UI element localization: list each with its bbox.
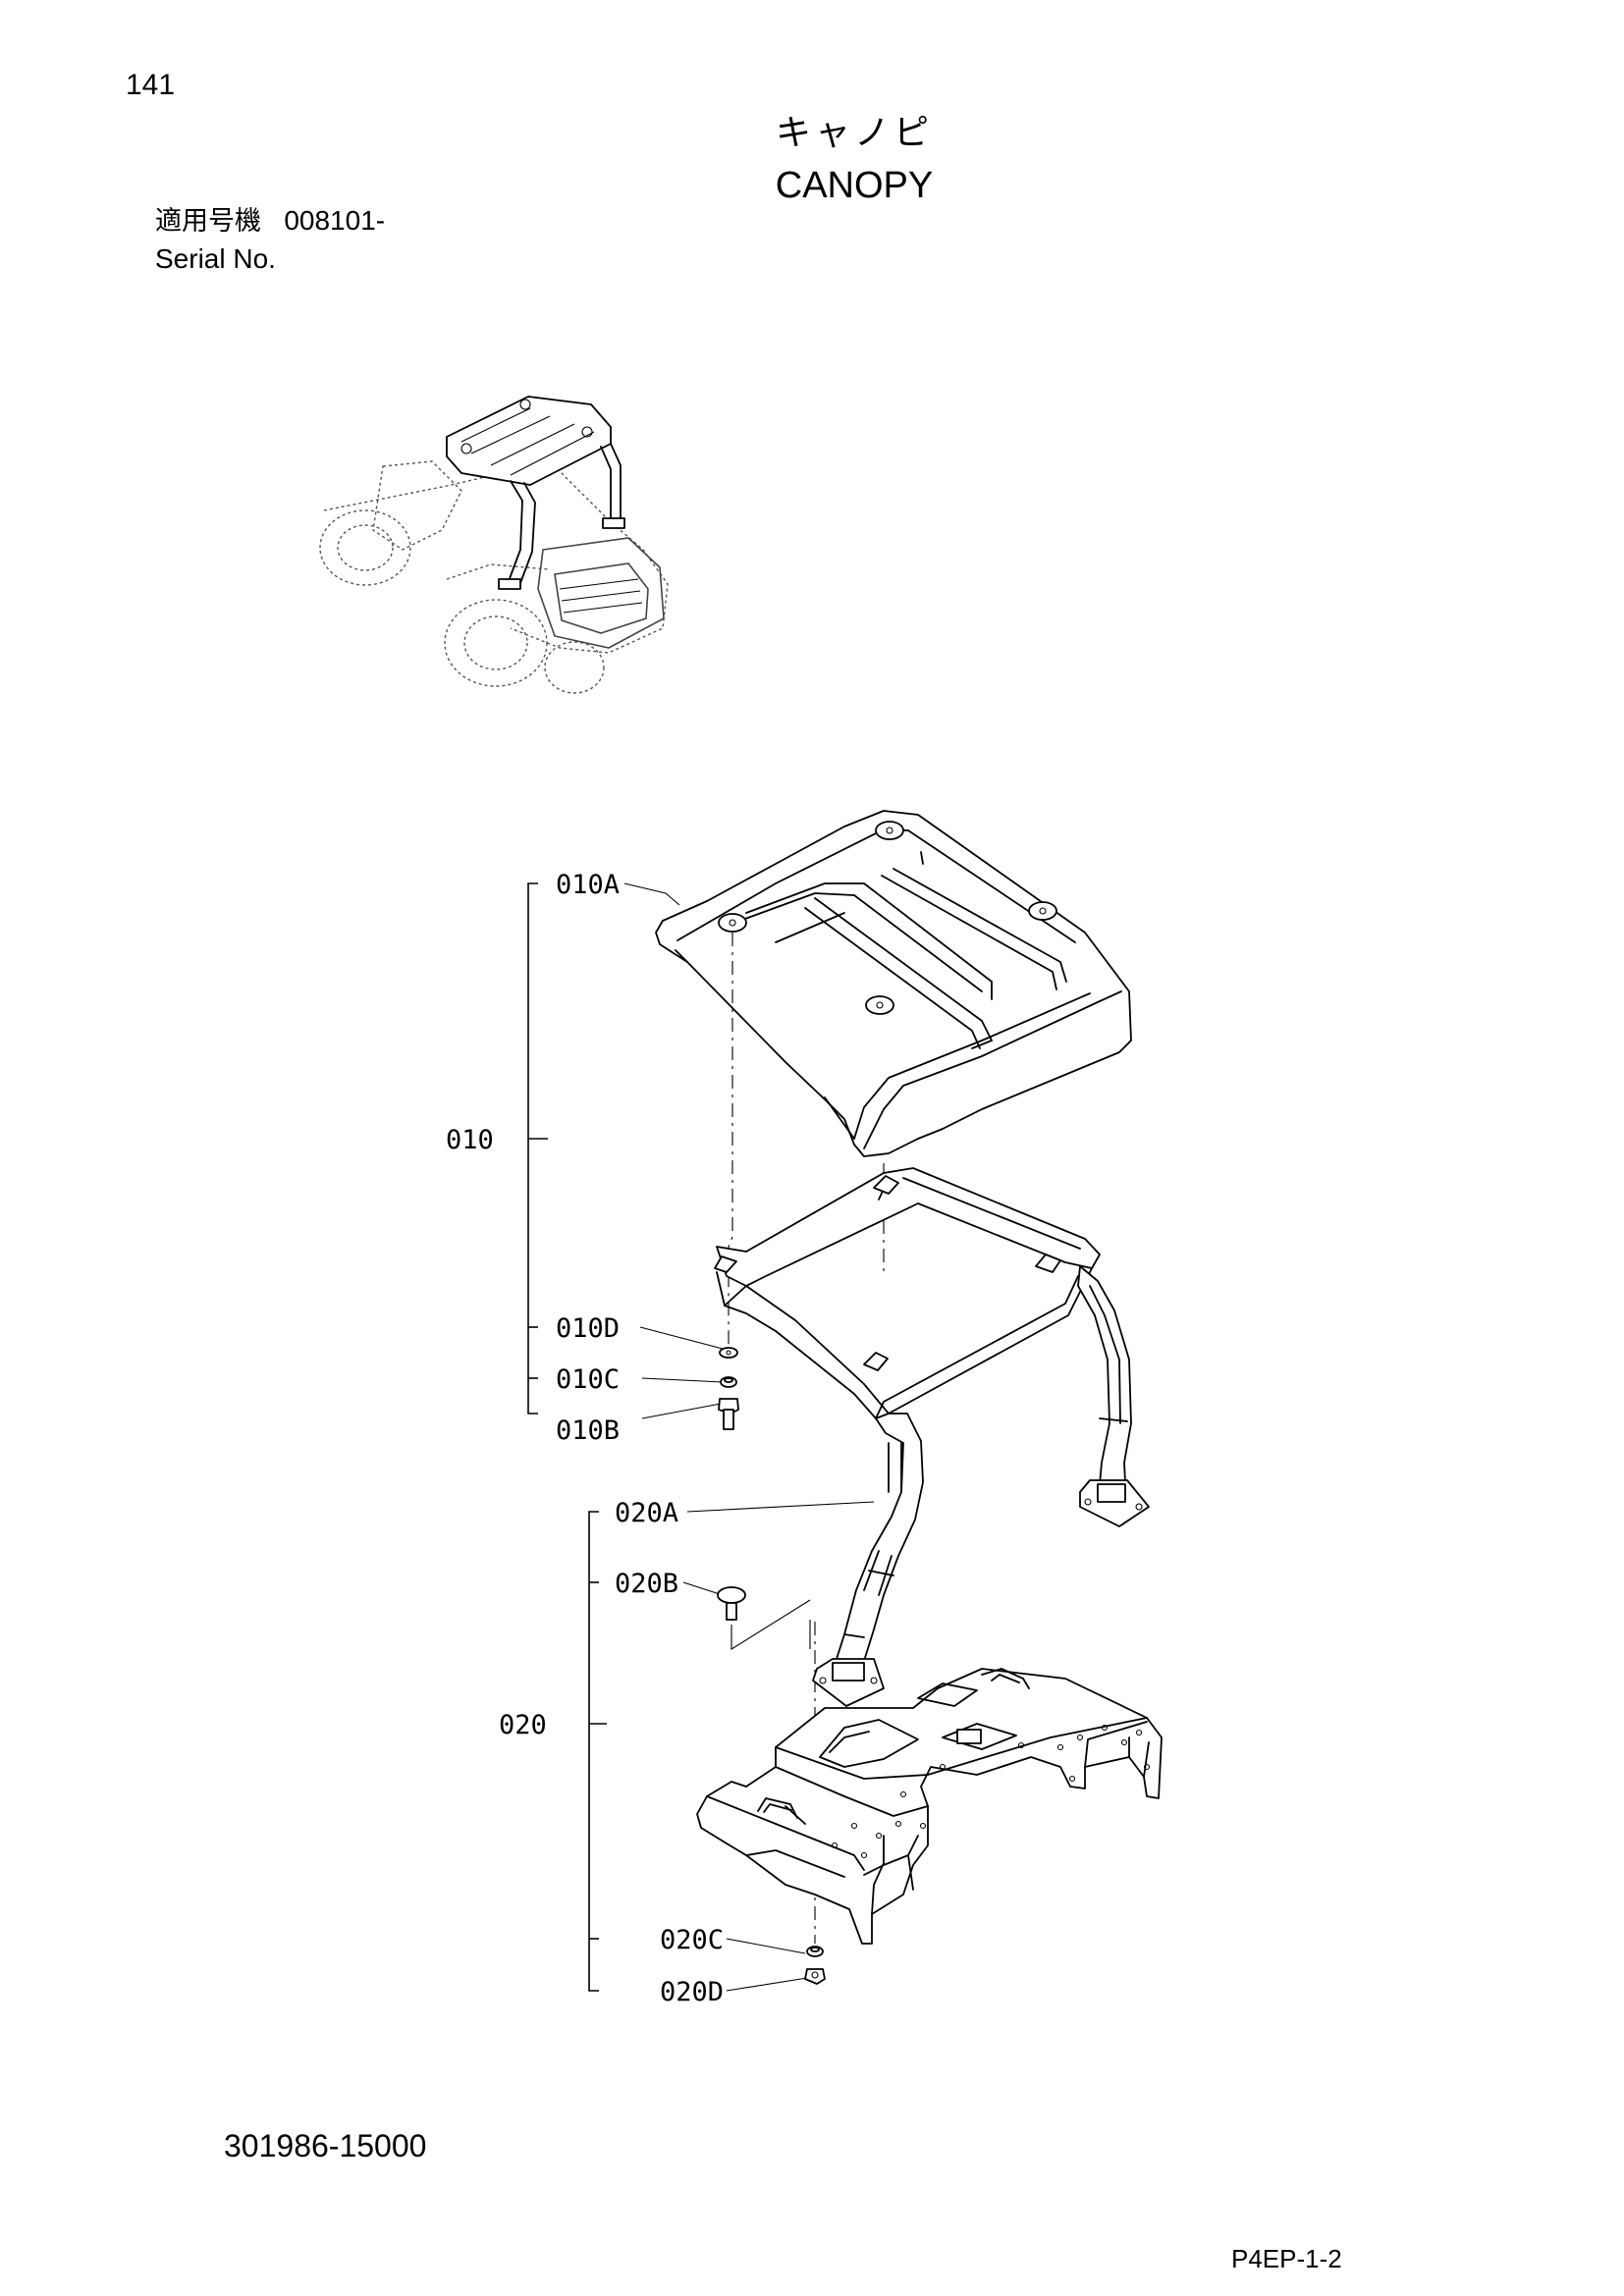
- callout-labels: 010A 010 010D 010C 010B 020A 020B 020 02…: [446, 870, 724, 2007]
- canopy-frame-020A: [714, 1167, 1150, 1707]
- callout-010A: 010A: [556, 870, 620, 900]
- floor-plate-assembly: [696, 1668, 1163, 1945]
- callout-020D: 020D: [660, 1977, 724, 2007]
- callout-020A: 020A: [615, 1498, 678, 1528]
- page-title: CANOPY: [775, 165, 934, 206]
- callout-010: 010: [446, 1125, 494, 1155]
- title-block: キャノピ CANOPY: [687, 110, 1021, 210]
- callout-010C: 010C: [556, 1364, 620, 1395]
- callout-brackets: [527, 882, 607, 1992]
- page-title-japanese: キャノピ: [775, 113, 933, 153]
- page-code: P4EP-1-2: [1231, 2244, 1342, 2273]
- canopy-roof-010A: [655, 810, 1132, 1157]
- callout-020B: 020B: [615, 1569, 678, 1599]
- serial-row: 適用号機 008101-: [155, 202, 385, 240]
- page-number: 141: [126, 69, 176, 101]
- serial-info: 適用号機 008101- Serial No.: [155, 202, 385, 278]
- leader-lines: [623, 882, 875, 1992]
- serial-label-japanese: 適用号機: [155, 206, 261, 237]
- callout-010B: 010B: [556, 1415, 620, 1446]
- hardware-010B-010C-010D: [718, 1347, 739, 1430]
- serial-label: Serial No.: [155, 243, 276, 274]
- drawing-number: 301986-15000: [224, 2128, 427, 2163]
- callout-010D: 010D: [556, 1313, 620, 1344]
- callout-020C: 020C: [660, 1925, 724, 1955]
- machine-overview-illustration: [319, 396, 669, 694]
- hardware-020B-020C-020D: [717, 1586, 826, 1985]
- callout-020: 020: [499, 1710, 547, 1740]
- serial-value: 008101-: [284, 205, 386, 236]
